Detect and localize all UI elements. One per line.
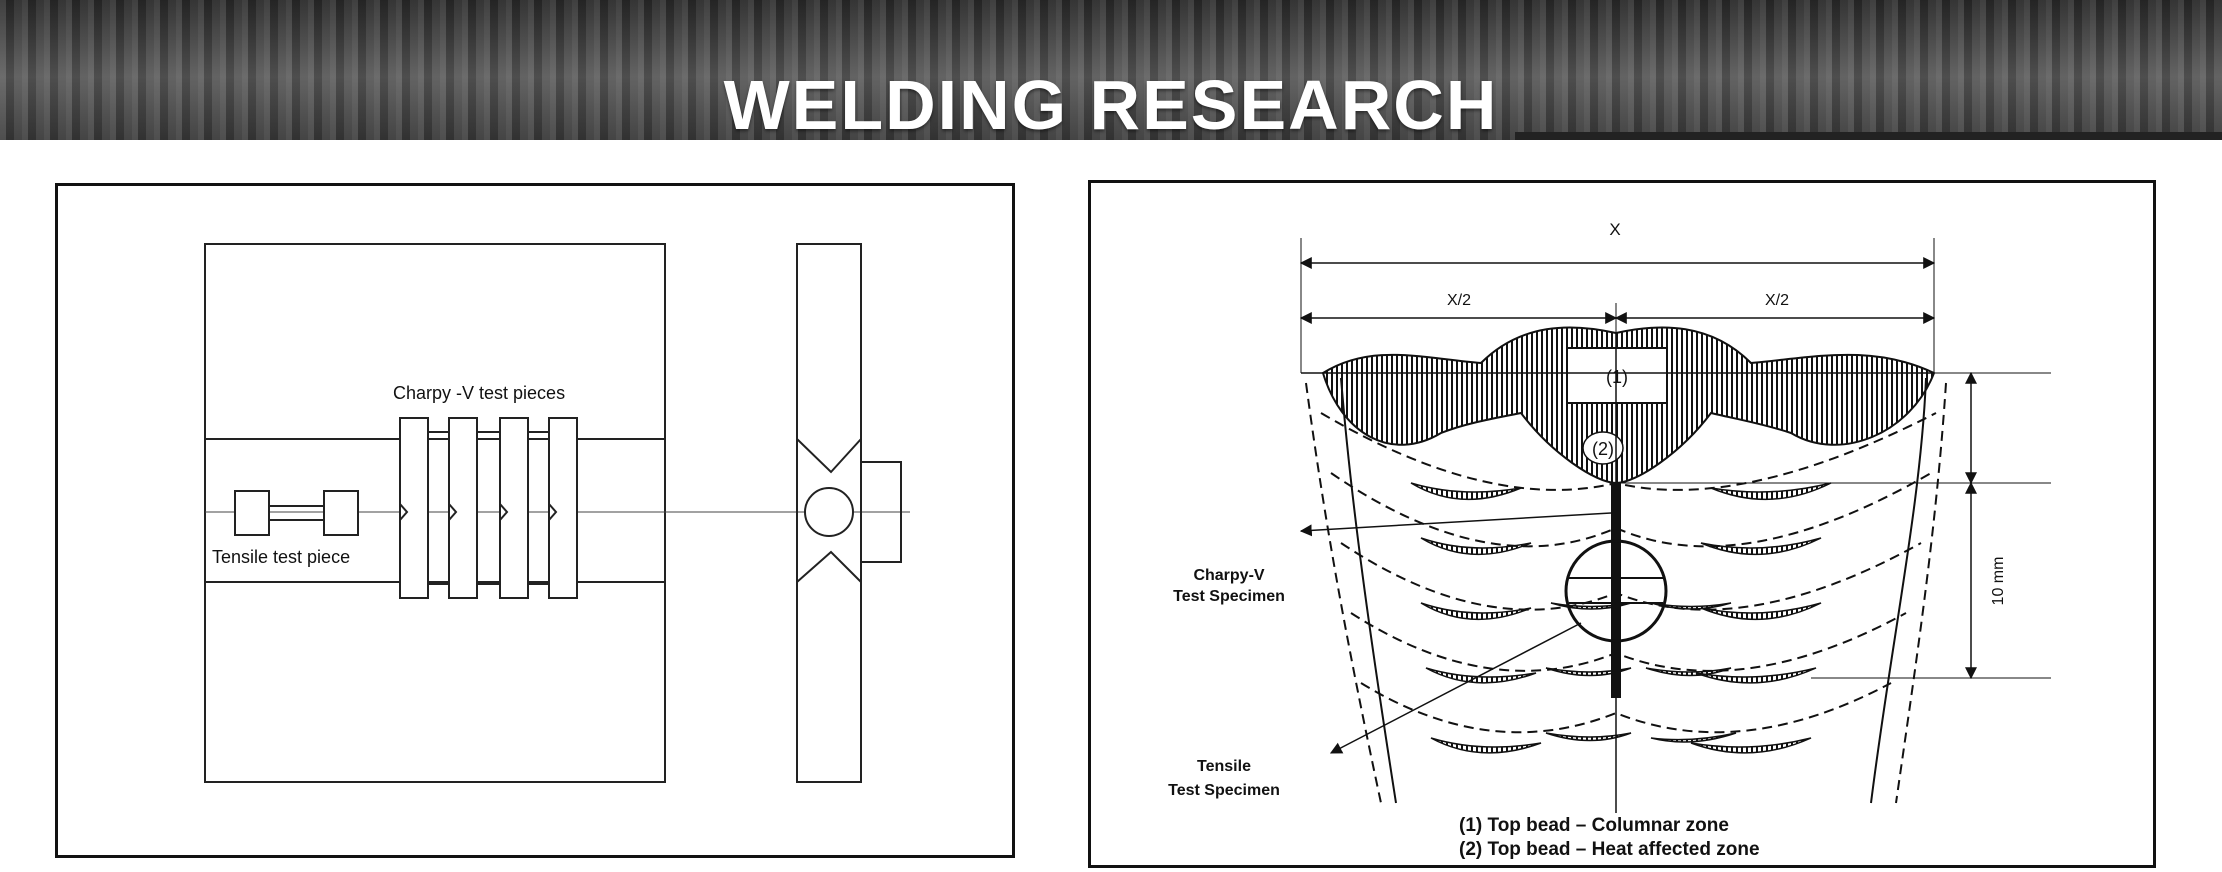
charpy-leader-arrow <box>1299 512 1612 537</box>
side-view-joint <box>796 243 902 783</box>
weld-plate-diagram: Charpy -V test pieces Tensile test piece <box>204 243 910 783</box>
legend-item-1: (1) Top bead – Columnar zone <box>1459 815 1729 836</box>
tensile-label-line1: Tensile <box>1197 758 1251 775</box>
header-underline <box>1515 132 2222 140</box>
tensile-section-circle <box>804 487 854 537</box>
top-beads <box>1301 326 1936 485</box>
half-right-label: X/2 <box>1765 292 1789 309</box>
dimension-10mm <box>1616 371 2051 680</box>
right-figure-frame: X X/2 X/2 (1) (2) <box>1088 180 2156 868</box>
zone2-marker <box>1582 431 1624 465</box>
weld-cross-section-diagram: X X/2 X/2 (1) (2) <box>1168 220 2051 860</box>
tensile-label-line2: Test Specimen <box>1168 782 1280 799</box>
dimension-x <box>1299 238 1936 373</box>
tensile-specimen-circle <box>1564 539 1668 643</box>
charpy-specimen-bar <box>1611 483 1621 698</box>
tensile-test-piece <box>234 490 359 536</box>
zone1-label: (1) <box>1606 367 1628 387</box>
page-title: WELDING RESEARCH <box>723 66 1499 140</box>
left-figure-frame: Charpy -V test pieces Tensile test piece <box>55 183 1015 858</box>
charpy-label: Charpy -V test pieces <box>393 383 565 403</box>
bead-crescents <box>1410 482 1832 754</box>
header-stripes <box>0 0 2222 140</box>
charpy-test-pieces <box>399 417 578 599</box>
zone2-label: (2) <box>1592 439 1614 459</box>
header-band: WELDING RESEARCH <box>0 0 2222 140</box>
backing-bar <box>860 461 902 563</box>
legend-item-2: (2) Top bead – Heat affected zone <box>1459 839 1760 860</box>
groove-boundaries <box>1305 377 1947 804</box>
tensile-label: Tensile test piece <box>212 547 350 567</box>
zone1-box <box>1566 347 1668 404</box>
depth-label: 10 mm <box>1990 557 2007 606</box>
half-left-label: X/2 <box>1447 292 1471 309</box>
charpy-label-line2: Test Specimen <box>1173 588 1285 605</box>
tensile-leader-arrow <box>1329 622 1582 754</box>
width-label: X <box>1609 220 1620 239</box>
plate-outline <box>204 243 666 783</box>
charpy-label-line1: Charpy-V <box>1193 567 1264 584</box>
